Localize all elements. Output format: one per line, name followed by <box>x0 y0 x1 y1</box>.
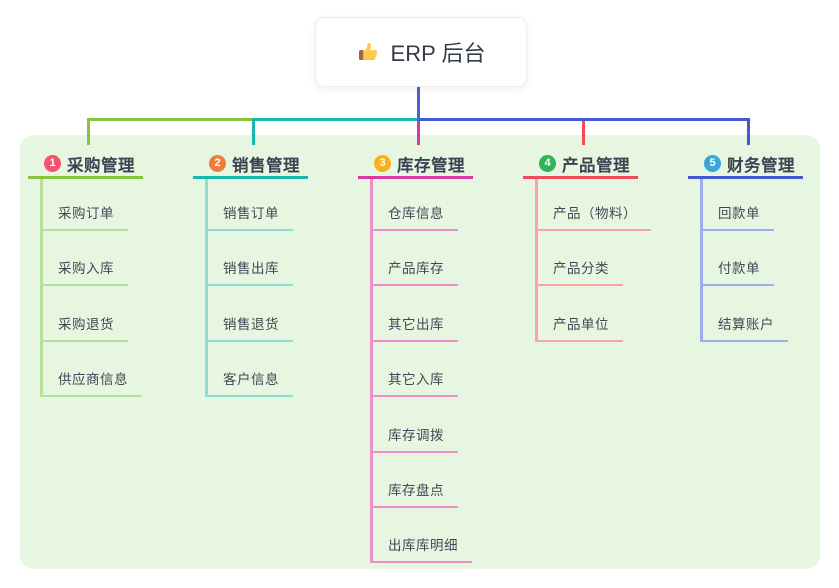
branch-number-badge: 2 <box>209 155 226 172</box>
connector-drop-product <box>581 121 585 145</box>
child-node[interactable]: 客户信息 <box>205 368 293 398</box>
child-node[interactable]: 付款单 <box>700 257 774 287</box>
thumbs-up-icon <box>358 42 377 60</box>
branch-sales: 2 销售管理 销售订单销售出库销售退货客户信息 <box>193 151 343 398</box>
branch-number-badge: 4 <box>539 155 556 172</box>
child-node[interactable]: 采购退货 <box>40 313 128 342</box>
branch-header[interactable]: 4 产品管理 <box>523 151 638 179</box>
child-node[interactable]: 结算账户 <box>700 313 788 342</box>
branch-finance: 5 财务管理 回款单付款单结算账户 <box>688 151 838 342</box>
child-node[interactable]: 库存调拨 <box>370 424 458 453</box>
branch-title: 采购管理 <box>67 156 135 175</box>
branch-title: 财务管理 <box>727 156 795 175</box>
branch-product: 4 产品管理 产品（物料） 产品分类产品单位 <box>523 151 673 342</box>
branch-title: 库存管理 <box>397 156 465 175</box>
root-stem <box>416 85 420 121</box>
child-node[interactable]: 出库库明细 <box>370 534 472 564</box>
branch-header[interactable]: 5 财务管理 <box>688 151 803 179</box>
branch-trunk-line <box>40 179 43 398</box>
branch-header[interactable]: 3 库存管理 <box>358 151 473 179</box>
branch-trunk-line <box>535 179 538 342</box>
child-node[interactable]: 产品单位 <box>535 313 623 342</box>
connector-rail-purchase <box>86 118 255 121</box>
connector-rail-sales <box>251 118 420 121</box>
connector-drop-finance <box>746 118 750 145</box>
child-node[interactable]: 销售订单 <box>205 202 293 231</box>
child-node[interactable]: 销售出库 <box>205 257 293 287</box>
branches-panel <box>20 135 820 569</box>
child-node[interactable]: 仓库信息 <box>370 202 458 231</box>
branch-number-badge: 1 <box>44 155 61 172</box>
connector-drop-purchase <box>86 118 90 145</box>
branch-number-badge: 3 <box>374 155 391 172</box>
child-node[interactable]: 采购订单 <box>40 202 128 231</box>
child-node[interactable]: 供应商信息 <box>40 368 142 398</box>
branch-title: 销售管理 <box>232 156 300 175</box>
child-node[interactable]: 产品（物料） <box>535 202 651 231</box>
branch-header[interactable]: 1 采购管理 <box>28 151 143 179</box>
child-node[interactable]: 其它出库 <box>370 313 458 342</box>
branch-trunk-line <box>205 179 208 398</box>
child-node[interactable]: 回款单 <box>700 202 774 231</box>
connector-drop-sales <box>251 118 255 145</box>
connector-drop-inventory <box>416 121 420 145</box>
branch-number-badge: 5 <box>704 155 721 172</box>
branch-inventory: 3 库存管理 仓库信息产品库存其它出库其它入库库存调拨库存盘点出库库明细 <box>358 151 508 564</box>
root-title: ERP 后台 <box>390 41 486 66</box>
child-node[interactable]: 产品库存 <box>370 257 458 287</box>
child-node[interactable]: 销售退货 <box>205 313 293 342</box>
branch-title: 产品管理 <box>562 156 630 175</box>
branch-header[interactable]: 2 销售管理 <box>193 151 308 179</box>
child-node[interactable]: 采购入库 <box>40 257 128 287</box>
child-node[interactable]: 库存盘点 <box>370 479 458 508</box>
branch-purchase: 1 采购管理 采购订单采购入库采购退货供应商信息 <box>28 151 178 398</box>
branch-trunk-line <box>700 179 703 342</box>
root-node[interactable]: ERP 后台 <box>315 17 527 87</box>
connector-rail-finance <box>416 118 750 121</box>
branch-trunk-line <box>370 179 373 564</box>
child-node[interactable]: 其它入库 <box>370 368 458 398</box>
child-node[interactable]: 产品分类 <box>535 257 623 287</box>
